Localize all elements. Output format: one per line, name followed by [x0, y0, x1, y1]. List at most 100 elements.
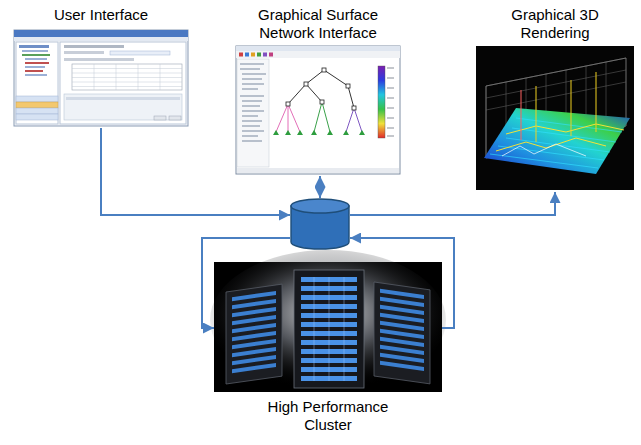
ui-screenshot-part: [22, 50, 48, 52]
node-heading: Graphical Surface Network Interface: [243, 4, 393, 44]
rendering-3d-part: [496, 124, 624, 151]
network-screenshot-part: [387, 68, 394, 136]
network-screenshot-part: [257, 53, 261, 57]
node-heading: High Performance Cluster: [258, 396, 398, 436]
server-cluster-part-part-part: [232, 291, 276, 301]
ui-screenshot-part: [64, 58, 134, 61]
server-cluster-part-part: [301, 277, 357, 381]
flow-arrow: [319, 176, 321, 198]
ui-screenshot-part: [60, 42, 186, 124]
rendering-3d-part: [536, 72, 596, 142]
ui-screenshot: [14, 30, 188, 126]
ui-screenshot-part: [25, 58, 47, 60]
network-screenshot-part: [276, 104, 300, 132]
network-screenshot-part: [288, 70, 354, 108]
network-screenshot-part-part: [285, 130, 291, 135]
ui-screenshot-part: [16, 42, 58, 124]
network-screenshot-part-part: [273, 130, 279, 135]
network-screenshot-part: [245, 53, 249, 57]
ui-screenshot-part: [25, 66, 45, 68]
ui-screenshot-part: [14, 30, 188, 37]
server-cluster-part-part-part: [380, 361, 424, 371]
ui-screenshot-part: [22, 54, 50, 56]
network-screenshot-part: [263, 53, 267, 57]
network-screenshot-part: [346, 108, 362, 132]
server-cluster-part-part-part: [380, 329, 424, 339]
ui-screenshot-part: [16, 114, 58, 120]
network-screenshot-part: [237, 59, 269, 167]
server-cluster-part-part-part: [380, 353, 424, 363]
ui-screenshot-part: [16, 102, 58, 108]
rendering-3d-part: [502, 144, 586, 156]
rendering-3d: [476, 46, 634, 190]
server-cluster-part: [374, 282, 430, 384]
network-screenshot-part: [240, 64, 266, 141]
ui-screenshot-part: [19, 45, 49, 48]
server-cluster-part-part: [232, 291, 276, 373]
node-heading: Graphical 3D Rendering: [493, 4, 617, 44]
ui-screenshot-part: [110, 51, 170, 55]
node-heading: User Interface: [16, 4, 186, 26]
server-cluster-part-part: [314, 277, 344, 381]
server-cluster-part-part-part: [232, 355, 276, 365]
server-cluster-part-part: [226, 284, 282, 384]
network-screenshot-part: [236, 46, 400, 174]
rendering-3d-part: [484, 108, 630, 174]
ui-screenshot-part: [66, 97, 180, 100]
server-cluster: [210, 250, 446, 392]
flow-arrow: [350, 192, 555, 215]
ui-screenshot-part: [64, 94, 182, 120]
cylinder-top: [291, 199, 349, 213]
network-screenshot-part-part: [327, 130, 333, 135]
server-cluster-part-part: [380, 289, 424, 371]
server-cluster-part: [210, 250, 446, 390]
network-screenshot-part: [251, 53, 255, 57]
rendering-panel: Graphical 3D Rendering: [474, 4, 636, 192]
server-cluster-part: [294, 270, 364, 388]
rendering-3d-part: [486, 58, 626, 110]
ui-screenshot-part: [64, 51, 104, 54]
network-screenshot-part: [314, 102, 330, 132]
database-cylinder: [290, 198, 350, 250]
ui-screenshot-part: [14, 37, 188, 41]
cluster-panel: High Performance Cluster: [214, 262, 442, 436]
network-screenshot-part: [236, 46, 400, 51]
network-screenshot-part-part: [297, 130, 303, 135]
server-cluster-part-part-part: [380, 305, 424, 315]
network-screenshot-part: [237, 168, 399, 173]
server-cluster-part-part: [294, 270, 364, 388]
ui-screenshot-part: [25, 62, 49, 64]
network-screenshot-part: [273, 130, 365, 135]
network-screenshot: [236, 46, 400, 174]
network-screenshot-part-part: [359, 130, 365, 135]
network-screenshot-part: [286, 68, 356, 110]
server-cluster-part-part-part: [232, 323, 276, 333]
ui-screenshot-part: [25, 70, 43, 72]
server-cluster-part-part-part: [232, 315, 276, 325]
flow-arrow: [202, 238, 290, 328]
network-panel: Graphical Surface Network Interface: [234, 4, 402, 176]
ui-screenshot-part: [64, 45, 124, 48]
network-screenshot-part-part: [346, 84, 350, 88]
network-screenshot-part-part: [343, 130, 349, 135]
ui-screenshot-part: [169, 116, 181, 120]
network-screenshot-part-part: [352, 106, 356, 110]
ui-screenshot-part: [14, 30, 188, 126]
network-screenshot-part-part: [322, 68, 326, 72]
cylinder-outline: [290, 198, 350, 250]
ui-screenshot-part: [16, 96, 58, 102]
server-cluster-part-part-part: [380, 297, 424, 307]
server-cluster-part-part-part: [232, 307, 276, 317]
server-cluster-part-part-part: [380, 345, 424, 355]
ui-panel: User Interface: [12, 4, 190, 128]
network-screenshot-part-part: [286, 102, 290, 106]
network-screenshot-part: [236, 51, 400, 58]
server-cluster-part-part-part: [232, 299, 276, 309]
network-screenshot-part-part: [311, 130, 317, 135]
server-cluster-part-part-part: [380, 289, 424, 299]
server-cluster-part: [226, 284, 282, 384]
server-cluster-part-part-part: [232, 347, 276, 357]
ui-screenshot-part: [16, 108, 58, 114]
server-cluster-part-part-part: [232, 363, 276, 373]
